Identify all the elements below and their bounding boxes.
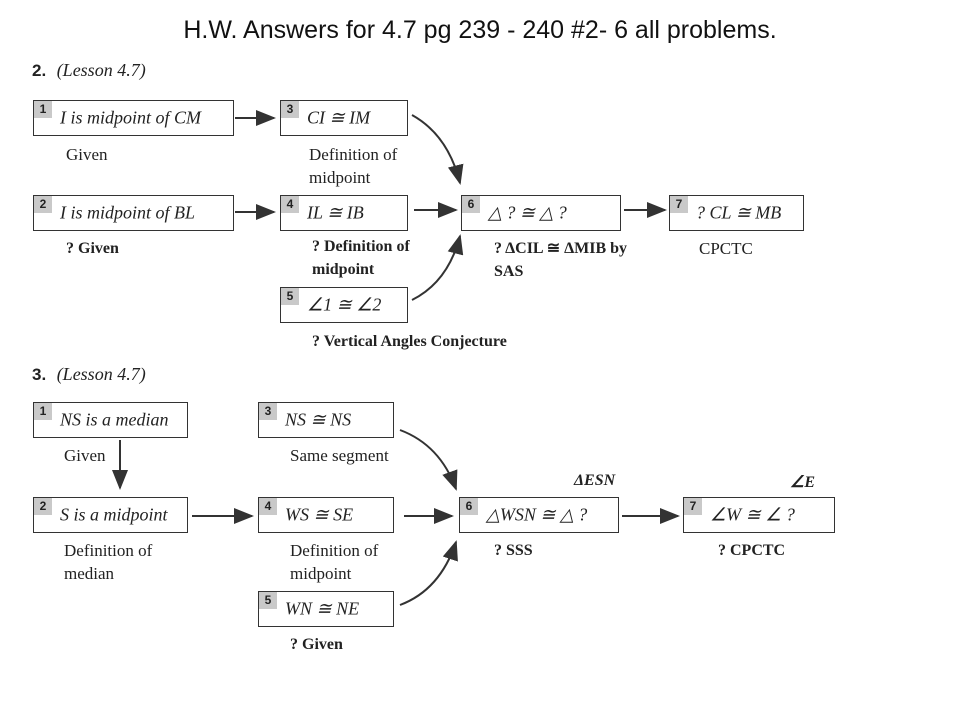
lesson-label: (Lesson 4.7) xyxy=(56,60,146,80)
step-number: 5 xyxy=(281,288,299,305)
step-number: 3 xyxy=(259,403,277,420)
step-reason-p3-6: ? SSS xyxy=(494,542,533,559)
step-box-p2-3: 3 CI ≅ IM xyxy=(280,100,408,136)
step-number: 7 xyxy=(684,498,702,515)
step-statement: NS is a median xyxy=(60,409,169,430)
step-reason-p3-3: Same segment xyxy=(290,446,389,465)
step-statement: S is a midpoint xyxy=(60,504,168,525)
step-number: 2 xyxy=(34,498,52,515)
step-box-p3-7: 7 ∠W ≅ ∠ ? xyxy=(683,497,835,533)
problem-2-header: 2. (Lesson 4.7) xyxy=(32,60,146,81)
step-statement: I is midpoint of CM xyxy=(60,107,202,128)
step-reason-p3-2: Definition of median xyxy=(64,541,153,583)
step-statement: ∠W ≅ ∠ ? xyxy=(710,504,795,525)
step-box-p3-4: 4 WS ≅ SE xyxy=(258,497,394,533)
step-statement: WS ≅ SE xyxy=(285,504,354,525)
step-number: 4 xyxy=(281,196,299,213)
step-number: 7 xyxy=(670,196,688,213)
step-box-p3-5: 5 WN ≅ NE xyxy=(258,591,394,627)
step-box-p3-2: 2 S is a midpoint xyxy=(33,497,188,533)
step-number: 4 xyxy=(259,498,277,515)
step-number: 5 xyxy=(259,592,277,609)
step-number: 1 xyxy=(34,403,52,420)
step-reason-p2-1: Given xyxy=(66,145,108,164)
step-statement: △ ? ≅ △ ? xyxy=(488,202,567,223)
step-number: 3 xyxy=(281,101,299,118)
answer-p3-7: ∠E xyxy=(790,474,816,491)
page-title: H.W. Answers for 4.7 pg 239 - 240 #2- 6 … xyxy=(183,16,777,44)
arrow-p3-3-6 xyxy=(399,429,458,491)
step-box-p2-1: 1 I is midpoint of CM xyxy=(33,100,234,136)
step-statement: IL ≅ IB xyxy=(307,202,364,223)
step-box-p2-7: 7 ? CL ≅ MB xyxy=(669,195,804,231)
problem-3-header: 3. (Lesson 4.7) xyxy=(32,364,146,385)
step-statement: ? CL ≅ MB xyxy=(696,202,782,223)
step-number: 6 xyxy=(460,498,478,515)
step-box-p3-3: 3 NS ≅ NS xyxy=(258,402,394,438)
step-statement: △WSN ≅ △ ? xyxy=(486,504,588,525)
answer-p3-6: ΔESN xyxy=(574,472,616,489)
step-number: 2 xyxy=(34,196,52,213)
step-reason-p2-4: ? Definition of midpoint xyxy=(312,238,410,278)
step-number: 1 xyxy=(34,101,52,118)
step-reason-p3-5: ? Given xyxy=(290,636,343,653)
step-reason-p3-4: Definition of midpoint xyxy=(290,541,379,583)
step-statement: ∠1 ≅ ∠2 xyxy=(307,294,382,315)
step-reason-p2-3: Definition of midpoint xyxy=(309,145,398,187)
step-reason-p2-7: CPCTC xyxy=(699,239,753,258)
step-reason-p2-5: ? Vertical Angles Conjecture xyxy=(312,333,507,350)
step-statement: NS ≅ NS xyxy=(285,409,352,430)
step-box-p2-6: 6 △ ? ≅ △ ? xyxy=(461,195,621,231)
step-reason-p2-6: ? ΔCIL ≅ ΔMIB by SAS xyxy=(494,240,628,280)
step-box-p3-1: 1 NS is a median xyxy=(33,402,188,438)
step-number: 6 xyxy=(462,196,480,213)
arrow-p2-5-6 xyxy=(411,234,464,301)
arrow-p3-5-6 xyxy=(399,540,458,606)
step-box-p2-2: 2 I is midpoint of BL xyxy=(33,195,234,231)
lesson-label: (Lesson 4.7) xyxy=(56,364,146,384)
step-statement: WN ≅ NE xyxy=(285,598,360,619)
step-reason-p2-2: ? Given xyxy=(66,240,119,257)
step-reason-p3-1: Given xyxy=(64,446,106,465)
step-box-p2-5: 5 ∠1 ≅ ∠2 xyxy=(280,287,408,323)
problem-number: 3. xyxy=(32,365,47,384)
step-statement: CI ≅ IM xyxy=(307,107,371,128)
step-box-p3-6: 6 △WSN ≅ △ ? xyxy=(459,497,619,533)
arrow-p2-3-6 xyxy=(411,114,464,185)
step-box-p2-4: 4 IL ≅ IB xyxy=(280,195,408,231)
step-reason-p3-7: ? CPCTC xyxy=(718,542,786,559)
problem-number: 2. xyxy=(32,61,47,80)
step-statement: I is midpoint of BL xyxy=(60,202,196,223)
